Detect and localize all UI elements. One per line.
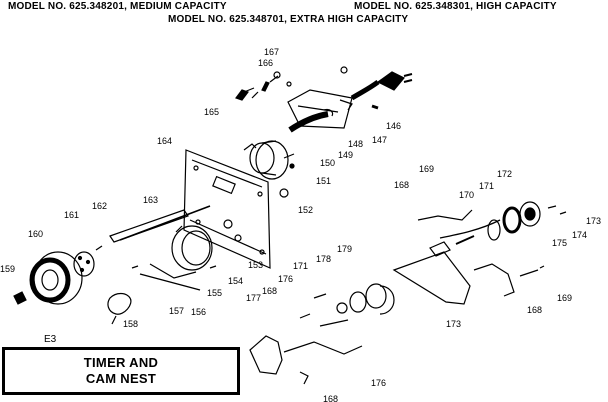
cam-plate-lower <box>299 251 471 327</box>
callout-label: 177 <box>246 293 261 303</box>
model-number-high: MODEL NO. 625.348301, HIGH CAPACITY <box>354 1 557 12</box>
callout-label: 173 <box>446 319 461 329</box>
callout-label: 156 <box>191 307 206 317</box>
callout-label: 168 <box>394 180 409 190</box>
callout-label: 171 <box>479 181 494 191</box>
cam-stack-right <box>417 201 567 257</box>
callout-label: 172 <box>497 169 512 179</box>
callout-label: 170 <box>459 190 474 200</box>
callout-label: 174 <box>572 230 587 240</box>
screw-group-165-167 <box>235 71 292 101</box>
callout-label: 168 <box>323 394 338 402</box>
callout-label: 154 <box>228 276 243 286</box>
callout-label: 168 <box>262 286 277 296</box>
callout-label: 176 <box>371 378 386 388</box>
diagram-title-box: TIMER AND CAM NEST <box>2 347 240 395</box>
callout-label: 179 <box>337 244 352 254</box>
callout-label: 166 <box>258 58 273 68</box>
callout-label: 171 <box>293 261 308 271</box>
callout-label: 169 <box>419 164 434 174</box>
callout-label: 162 <box>92 201 107 211</box>
callout-label: 163 <box>143 195 158 205</box>
switch-arm-lower <box>249 335 363 385</box>
screw-152 <box>279 188 289 198</box>
callout-label: 153 <box>248 260 263 270</box>
timer-motor <box>243 140 295 180</box>
model-number-medium: MODEL NO. 625.348201, MEDIUM CAPACITY <box>8 1 227 12</box>
callout-label: 155 <box>207 288 222 298</box>
knob-and-dial <box>13 245 132 325</box>
callout-label: 168 <box>527 305 542 315</box>
title-line-1: TIMER AND <box>83 355 159 370</box>
callout-label: 147 <box>372 135 387 145</box>
callout-label: 148 <box>348 139 363 149</box>
callout-label: 165 <box>204 107 219 117</box>
callout-label: 152 <box>298 205 313 215</box>
callout-label: 158 <box>123 319 138 329</box>
callout-label: 167 <box>264 47 279 57</box>
callout-label: 175 <box>552 238 567 248</box>
callout-label: 161 <box>64 210 79 220</box>
callout-label: 164 <box>157 136 172 146</box>
power-cord-assembly <box>287 66 413 133</box>
mounting-bracket <box>183 149 271 269</box>
switch-arm-right <box>473 263 545 297</box>
callout-label: 176 <box>278 274 293 284</box>
callout-label: 157 <box>169 306 184 316</box>
cam-shaft-assembly <box>109 205 242 291</box>
callout-label: 146 <box>386 121 401 131</box>
figure-code: E3 <box>44 334 57 345</box>
callout-label: 150 <box>320 158 335 168</box>
callout-label: 149 <box>338 150 353 160</box>
callout-label: 178 <box>316 254 331 264</box>
callout-label: 151 <box>316 176 331 186</box>
callout-label: 173 <box>586 216 601 226</box>
callout-labels: 167 166 165 146 147 148 149 150 151 164 … <box>0 47 601 402</box>
callout-label: 159 <box>0 264 15 274</box>
callout-label: 160 <box>28 229 43 239</box>
model-number-extra-high: MODEL NO. 625.348701, EXTRA HIGH CAPACIT… <box>168 14 409 25</box>
callout-label: 169 <box>557 293 572 303</box>
title-line-2: CAM NEST <box>85 371 157 386</box>
diagram-artwork <box>13 66 567 385</box>
